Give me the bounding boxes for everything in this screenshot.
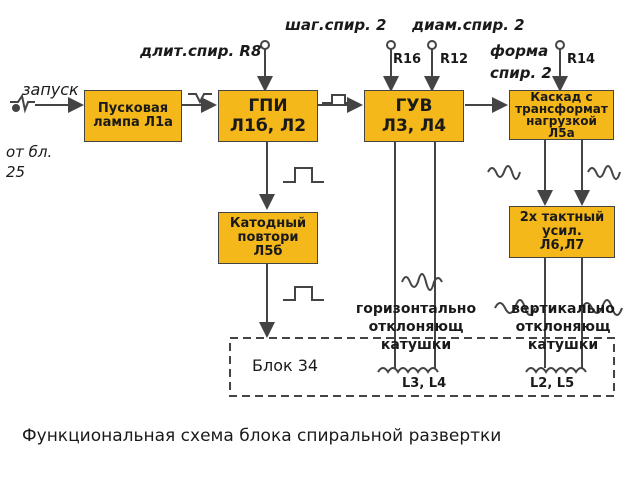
oscillation-waveform-1 [401, 273, 443, 291]
cascade-block: Каскад с трансформат нагрузкой Л5а [509, 90, 614, 140]
push-pull-mid: усил. [542, 224, 582, 239]
vertical-coils-label: вертикально отклоняющ катушки [511, 301, 615, 353]
coil-horizontal [377, 367, 439, 374]
push-pull-top: 2х тактный [519, 210, 605, 225]
oscillation-waveform-3 [587, 165, 621, 180]
guv-title: ГУВ [395, 96, 433, 116]
r14-label: R14 [567, 52, 596, 67]
trigger-label: запуск [22, 80, 79, 99]
cathode-follower-block: Катодный повтори Л5б [218, 212, 318, 264]
cascade-text: Каскад с трансформат нагрузкой Л5а [515, 90, 608, 140]
gpi-block: ГПИ Л1б, Л2 [218, 90, 318, 142]
cathode-follower-text: Катодный повтори Л5б [229, 216, 307, 259]
block34-label: Блок 34 [252, 356, 319, 375]
guv-subtitle: Л3, Л4 [381, 116, 447, 136]
oscillation-waveform-5 [581, 299, 623, 316]
guv-block: ГУВ Л3, Л4 [364, 90, 464, 142]
vertical-coils-id: L2, L5 [530, 376, 575, 391]
r16-label: R16 [393, 52, 422, 67]
pulse-waveform-1 [322, 94, 356, 104]
start-lamp-block: Пусковая лампа Л1а [84, 90, 182, 142]
spike-waveform [188, 93, 212, 105]
source-label: от бл. 25 [6, 143, 53, 181]
oscillation-waveform-4 [494, 299, 536, 316]
trigger-input-symbol [10, 93, 35, 114]
gpi-subtitle: Л1б, Л2 [229, 116, 307, 136]
shape-label: форма спир. 2 [490, 42, 552, 82]
horizontal-coils-label: горизонтально отклоняющ катушки [355, 301, 477, 353]
start-lamp-text: Пусковая лампа Л1а [93, 101, 173, 130]
coil-vertical [525, 367, 587, 374]
diameter-label: диам.спир. 2 [412, 16, 525, 34]
gpi-title: ГПИ [248, 96, 288, 116]
oscillation-waveform-2 [487, 165, 521, 180]
duration-label: длит.спир. R8 [140, 42, 262, 60]
pulse-waveform-3 [283, 286, 324, 301]
pulse-waveform-2 [283, 167, 324, 183]
horizontal-coils-id: L3, L4 [402, 376, 447, 391]
r12-label: R12 [440, 52, 469, 67]
push-pull-block: 2х тактный усил. Л6,Л7 [509, 206, 615, 258]
diagram-caption: Функциональная схема блока спиральной ра… [22, 426, 502, 446]
push-pull-sub: Л6,Л7 [539, 238, 585, 253]
step-label: шаг.спир. 2 [285, 16, 387, 34]
